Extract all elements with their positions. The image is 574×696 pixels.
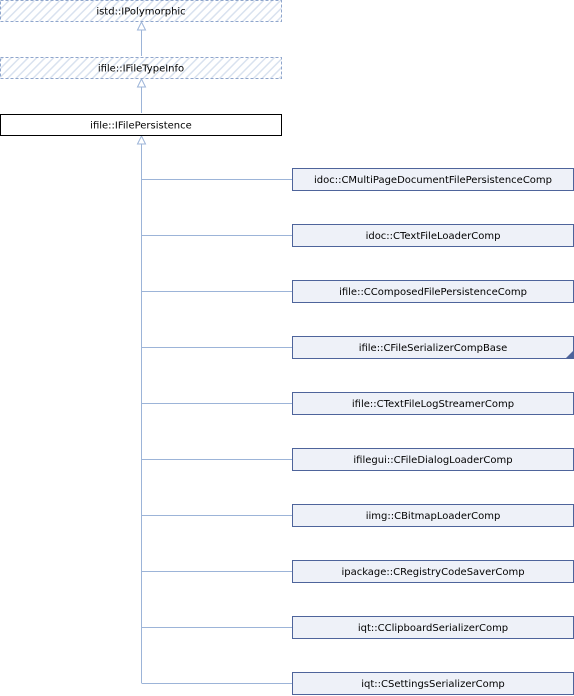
class-node-iqt-cclipboardserializercomp[interactable]: iqt::CClipboardSerializerComp [292, 616, 574, 639]
class-node-istd-ipolymorphic[interactable]: istd::IPolymorphic [0, 0, 282, 22]
class-box [0, 57, 282, 79]
class-label: istd::IPolymorphic [96, 7, 185, 18]
class-node-idoc-cmultipagedocumentfilepersistencecomp[interactable]: idoc::CMultiPageDocumentFilePersistenceC… [292, 168, 574, 191]
class-label: ifile::CFileSerializerCompBase [359, 343, 508, 354]
class-label: ifile::IFilePersistence [90, 121, 192, 132]
inheritance-arrowhead-icon [136, 134, 147, 145]
class-node-ifile-ctextfilelogstreamercomp[interactable]: ifile::CTextFileLogStreamerComp [292, 392, 574, 415]
class-node-ipackage-cregistrycodesavercomp[interactable]: ipackage::CRegistryCodeSaverComp [292, 560, 574, 583]
class-label: iimg::CBitmapLoaderComp [366, 511, 501, 522]
class-label: ipackage::CRegistryCodeSaverComp [341, 567, 524, 578]
class-box [0, 0, 282, 22]
class-label: ifilegui::CFileDialogLoaderComp [353, 455, 512, 466]
class-node-idoc-ctextfileloadercomp[interactable]: idoc::CTextFileLoaderComp [292, 224, 574, 247]
class-node-ifile-ifilepersistence[interactable]: ifile::IFilePersistence [0, 114, 282, 136]
class-node-ifile-ccomposedfilepersistencecomp[interactable]: ifile::CComposedFilePersistenceComp [292, 280, 574, 303]
class-node-ifile-ifiletypeinfo[interactable]: ifile::IFileTypeInfo [0, 57, 282, 79]
class-label: ifile::IFileTypeInfo [98, 64, 184, 75]
class-label: ifile::CTextFileLogStreamerComp [352, 399, 514, 410]
class-label: idoc::CMultiPageDocumentFilePersistenceC… [314, 175, 552, 186]
class-label: idoc::CTextFileLoaderComp [366, 231, 501, 242]
class-box [0, 114, 282, 136]
inheritance-edges [136, 20, 292, 684]
inheritance-arrowhead-icon [136, 20, 147, 31]
truncated-marker-icon [566, 351, 573, 358]
class-node-ifile-cfileserializercompbase[interactable]: ifile::CFileSerializerCompBase [292, 336, 574, 359]
class-node-iqt-csettingsserializercomp[interactable]: iqt::CSettingsSerializerComp [292, 672, 574, 695]
class-label: iqt::CClipboardSerializerComp [358, 623, 508, 634]
class-label: ifile::CComposedFilePersistenceComp [339, 287, 527, 298]
class-node-ifilegui-cfiledialogloadercomp[interactable]: ifilegui::CFileDialogLoaderComp [292, 448, 574, 471]
class-label: iqt::CSettingsSerializerComp [361, 679, 505, 690]
class-node-iimg-cbitmaploadercomp[interactable]: iimg::CBitmapLoaderComp [292, 504, 574, 527]
inheritance-arrowhead-icon [136, 77, 147, 88]
